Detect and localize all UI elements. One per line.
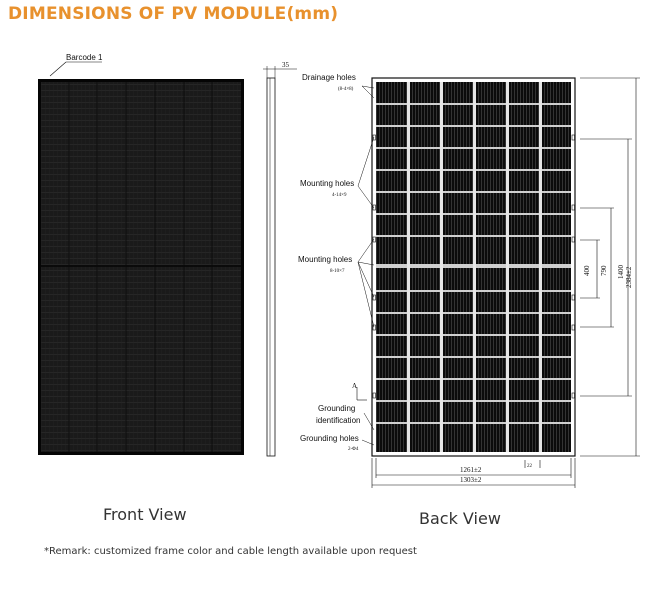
dim-small: 22 — [527, 464, 533, 469]
back-view-label: Back View — [419, 509, 501, 528]
side-view: 35 — [263, 61, 297, 457]
barcode-leader — [49, 61, 67, 77]
mounting-hole-marks — [372, 134, 575, 399]
mounting-holes-spec-1: 4-14×9 — [332, 193, 347, 198]
side-frame — [266, 77, 276, 457]
horizontal-dimensions — [371, 458, 576, 488]
front-view-label: Front View — [103, 505, 187, 524]
drainage-holes-label: Drainage holes — [302, 73, 356, 82]
dim-400: 400 — [583, 265, 591, 276]
grounding-holes-spec: 2-Φ4 — [348, 447, 359, 452]
grounding-holes-label: Grounding holes — [300, 434, 359, 443]
front-view: Barcode 1 — [38, 53, 244, 455]
back-col-gaps — [407, 82, 542, 452]
drainage-holes-spec: (8-4×8) — [338, 87, 354, 92]
leader-lines — [357, 85, 375, 446]
remark-text: *Remark: customized frame color and cabl… — [44, 546, 417, 557]
mounting-holes-label-2: Mounting holes — [298, 255, 352, 264]
grounding-identification-label-2: identification — [316, 416, 360, 425]
vertical-dimensions — [580, 77, 640, 457]
back-view: Drainage holes (8-4×8) Mounting holes 4-… — [298, 73, 640, 488]
front-cells — [41, 82, 241, 452]
dim-2384: 2384±2 — [625, 266, 633, 288]
page-title: DIMENSIONS OF PV MODULE(mm) — [8, 4, 339, 24]
mounting-holes-label-1: Mounting holes — [300, 179, 354, 188]
barcode-label: Barcode 1 — [66, 53, 103, 62]
dim-1303: 1303±2 — [460, 476, 482, 484]
mounting-holes-spec-2: 8-10×7 — [330, 269, 345, 274]
dim-1400: 1400 — [617, 265, 625, 280]
dim-1261: 1261±2 — [460, 466, 482, 474]
grounding-identification-label-1: Grounding — [318, 404, 355, 413]
thickness-dim: 35 — [282, 61, 290, 69]
section-marker-a: A — [352, 382, 357, 390]
dim-790: 790 — [600, 265, 608, 276]
